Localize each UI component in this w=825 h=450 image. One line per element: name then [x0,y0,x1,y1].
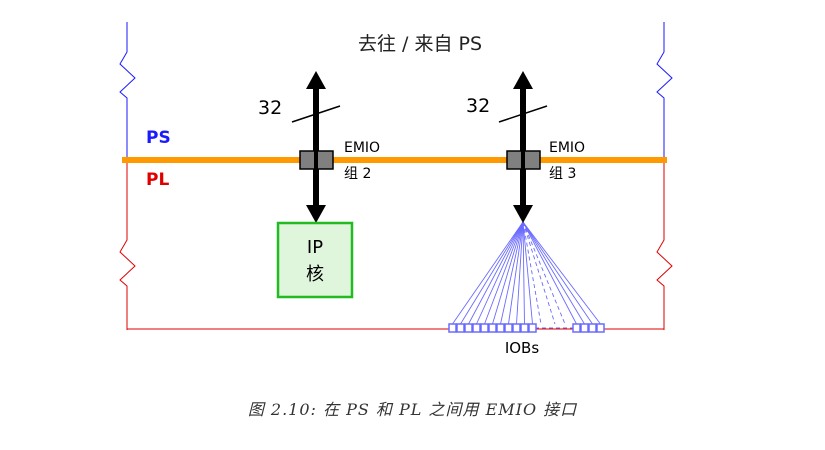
iob-fan-line [522,221,585,325]
ps-left-border [119,22,136,158]
iob-fan-line [522,221,533,325]
iob-pad [504,323,513,333]
iob-pad-row [448,323,605,333]
iob-pad [480,323,489,333]
iob-fan-line [460,221,524,325]
iob-fan-line [476,221,524,325]
emio-group-3: 32 EMIO 组 3 [466,71,585,223]
iob-pad [528,323,537,333]
iob-pad [488,323,497,333]
iob-pad [596,323,605,333]
iob-pad [572,323,581,333]
emio-group-2: 32 EMIO 组 2 [258,71,380,223]
emio-3-label: EMIO [549,140,585,156]
ip-core-box [276,221,354,299]
emio-2-group-label: 组 2 [344,166,371,182]
iob-fan-line-dashed [522,221,566,325]
iob-pad [512,323,521,333]
iob-pad [580,323,589,333]
ip-core-line-1: IP [307,237,323,258]
iob-pad [520,323,529,333]
pl-left-border [119,162,136,330]
emio-2-arrow-up-head [306,71,326,89]
iob-fan-line [522,221,525,325]
iob-fan-line [522,221,577,325]
iob-fan-lines [452,221,601,325]
emio-2-bus-slash [291,105,341,123]
emio-2-label: EMIO [344,140,380,156]
emio-3-arrow-down-head [513,205,533,223]
emio-3-width-label: 32 [466,95,490,117]
emio-2-width-label: 32 [258,97,282,119]
iob-fan-line [500,221,524,325]
pl-label: PL [146,170,169,190]
figure-caption: 图 2.10: 在 PS 和 PL 之间用 EMIO 接口 [247,400,578,419]
iob-fan-line [522,221,601,325]
ip-core-line-2: 核 [306,264,324,285]
iob-fan-line [522,221,593,325]
iob-fan-line [452,221,524,325]
iob-pad [448,323,457,333]
iob-fan-line [484,221,524,325]
iob-pad [588,323,597,333]
region-borders [119,22,673,330]
iob-pad [456,323,465,333]
pl-right-border [656,162,673,330]
ps-label: PS [146,128,171,148]
emio-2-arrow-down-head [306,205,326,223]
emio-3-arrow-up-head [513,71,533,89]
iob-fan-line [468,221,524,325]
iobs-label: IOBs [505,339,540,357]
ip-core-block: IP 核 [276,221,354,299]
iob-fan-line-dashed [522,221,556,325]
iob-pad [496,323,505,333]
iob-fan-line [516,221,524,325]
iob-pad [472,323,481,333]
iob-fan-line [492,221,524,325]
emio-3-group-label: 组 3 [549,166,576,182]
iob-fan-line [508,221,524,325]
iob-fan-line-dashed [522,221,542,325]
emio-3-bus-slash [498,105,548,123]
iob-pad [464,323,473,333]
ps-right-border [656,22,673,158]
diagram-title: 去往 / 来自 PS [358,33,482,55]
